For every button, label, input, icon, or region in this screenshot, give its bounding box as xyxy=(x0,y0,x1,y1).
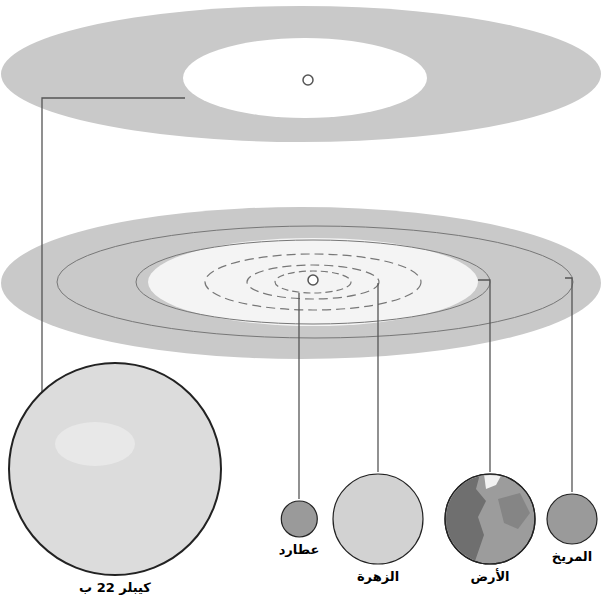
mars-orbit xyxy=(57,226,573,338)
habitable-zone xyxy=(148,238,478,326)
planet-highlight xyxy=(55,422,135,466)
planet-node: المريخ xyxy=(546,493,598,566)
earth-landmass xyxy=(498,493,530,529)
planet-shape xyxy=(332,473,424,565)
leader-line xyxy=(565,278,572,492)
system-disc xyxy=(1,6,601,142)
venus-orbit xyxy=(247,265,379,299)
planet-node: عطارد xyxy=(275,500,324,559)
planet-circle xyxy=(281,501,317,537)
planet-shape xyxy=(275,500,324,538)
leader-line xyxy=(478,280,490,472)
leader-line xyxy=(298,293,299,499)
earth-orbit xyxy=(136,240,490,324)
leader-line xyxy=(377,283,378,472)
planet-label: كيبلر 22 ب xyxy=(8,580,222,596)
planet-label: عطارد xyxy=(275,542,324,558)
mercury-orbit xyxy=(275,271,351,293)
planet-node: الأرض xyxy=(444,473,536,586)
planet-circle xyxy=(333,474,423,564)
star xyxy=(303,75,313,85)
outer-dashed-orbit xyxy=(205,254,421,310)
habitable-zone xyxy=(183,38,427,118)
planet-circle xyxy=(445,474,535,564)
planet-label: المريخ xyxy=(546,549,598,565)
star xyxy=(308,275,318,285)
planet-shape xyxy=(444,473,536,565)
planet-node: الزهرة xyxy=(332,473,424,586)
leader-line xyxy=(42,98,185,396)
planet-shape xyxy=(546,493,598,545)
planet-circle xyxy=(9,363,221,575)
planet-circle xyxy=(547,494,597,544)
planet-shape xyxy=(8,362,222,576)
earth-landmass xyxy=(445,474,486,564)
planet-outline xyxy=(445,474,535,564)
planet-label: الزهرة xyxy=(332,569,424,585)
planet-label: الأرض xyxy=(444,569,536,585)
system-disc xyxy=(1,207,601,359)
planet-node: كيبلر 22 ب xyxy=(8,362,222,597)
earth-cloud xyxy=(484,474,502,489)
